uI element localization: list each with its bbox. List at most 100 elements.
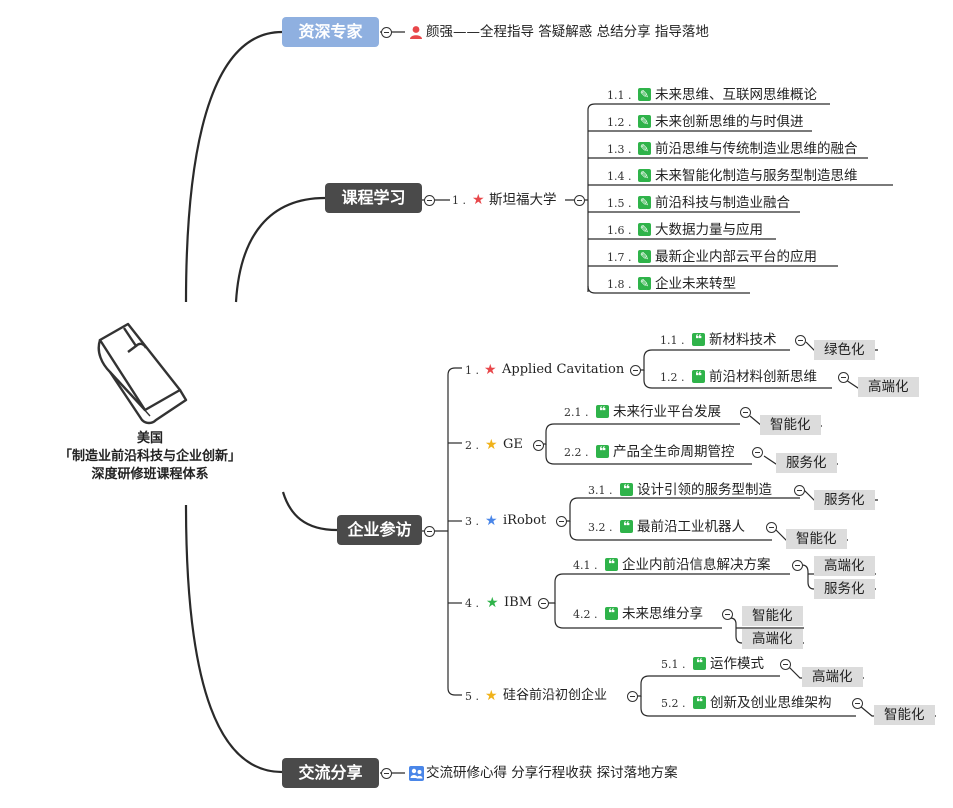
course-item-number: 1.8 . <box>607 278 632 291</box>
quote-icon: ❝ <box>693 657 706 670</box>
topic-tag[interactable]: 服务化 <box>814 579 875 599</box>
visit-topic-number: 4.1 . <box>573 559 598 572</box>
company-name[interactable]: iRobot <box>503 513 547 528</box>
school-collapse-toggle[interactable] <box>574 195 585 206</box>
topic-tag[interactable]: 服务化 <box>814 490 875 510</box>
course-item-number: 1.3 . <box>607 143 632 156</box>
quote-icon: ❝ <box>620 520 633 533</box>
experts-node[interactable]: 资深专家 <box>282 17 379 47</box>
pencil-icon: ✎ <box>638 169 651 182</box>
pencil-icon: ✎ <box>638 250 651 263</box>
star-icon: ★ <box>472 192 485 208</box>
company-number: 4 . <box>465 597 479 610</box>
company-collapse-toggle[interactable] <box>630 365 641 376</box>
topic-tag[interactable]: 智能化 <box>760 415 821 435</box>
sharing-node[interactable]: 交流分享 <box>282 758 379 788</box>
visit-topic[interactable]: 最前沿工业机器人 <box>637 519 745 535</box>
pencil-icon: ✎ <box>638 277 651 290</box>
root-title-line2: 「制造业前沿科技与企业创新」 <box>58 449 241 464</box>
courses-collapse-toggle[interactable] <box>424 195 435 206</box>
root-title-line1: 美国 <box>136 431 163 446</box>
quote-icon: ❝ <box>605 607 618 620</box>
visit-topic-number: 5.1 . <box>661 658 686 671</box>
course-item[interactable]: 未来智能化制造与服务型制造思维 <box>655 168 858 184</box>
topic-collapse-toggle[interactable] <box>792 560 803 571</box>
topic-tag[interactable]: 智能化 <box>742 606 803 626</box>
root-title-line3: 深度研修班课程体系 <box>91 467 209 482</box>
people-icon <box>409 766 424 786</box>
topic-collapse-toggle[interactable] <box>852 698 863 709</box>
visit-topic[interactable]: 创新及创业思维架构 <box>710 695 832 711</box>
company-collapse-toggle[interactable] <box>533 440 544 451</box>
visit-topic-number: 1.2 . <box>660 371 685 384</box>
visit-topic[interactable]: 未来思维分享 <box>622 606 703 622</box>
company-number: 3 . <box>465 515 479 528</box>
topic-collapse-toggle[interactable] <box>838 372 849 383</box>
course-item[interactable]: 最新企业内部云平台的应用 <box>655 249 817 265</box>
company-name[interactable]: IBM <box>504 595 532 610</box>
person-icon <box>409 25 423 44</box>
quote-icon: ❝ <box>596 445 609 458</box>
pencil-icon: ✎ <box>638 196 651 209</box>
quote-icon: ❝ <box>605 558 618 571</box>
visits-node[interactable]: 企业参访 <box>337 515 422 545</box>
visit-topic[interactable]: 运作模式 <box>710 656 764 672</box>
visit-topic[interactable]: 设计引领的服务型制造 <box>637 482 772 498</box>
school-name[interactable]: 斯坦福大学 <box>489 192 557 208</box>
visit-topic[interactable]: 产品全生命周期管控 <box>613 444 735 460</box>
topic-collapse-toggle[interactable] <box>752 447 763 458</box>
visit-topic[interactable]: 前沿材料创新思维 <box>709 369 817 385</box>
topic-tag[interactable]: 高端化 <box>814 556 875 576</box>
visit-topic[interactable]: 新材料技术 <box>709 332 777 348</box>
visit-topic[interactable]: 企业内前沿信息解决方案 <box>622 557 771 573</box>
visit-topic-number: 3.2 . <box>588 521 613 534</box>
course-item[interactable]: 前沿思维与传统制造业思维的融合 <box>655 141 858 157</box>
course-item[interactable]: 未来创新思维的与时俱进 <box>655 114 804 130</box>
course-item[interactable]: 大数据力量与应用 <box>655 222 763 238</box>
topic-tag[interactable]: 服务化 <box>776 453 837 473</box>
topic-collapse-toggle[interactable] <box>794 485 805 496</box>
company-collapse-toggle[interactable] <box>538 598 549 609</box>
quote-icon: ❝ <box>596 405 609 418</box>
topic-tag[interactable]: 高端化 <box>802 667 863 687</box>
company-name[interactable]: Applied Cavitation <box>502 362 625 377</box>
visit-topic[interactable]: 未来行业平台发展 <box>613 404 721 420</box>
courses-node[interactable]: 课程学习 <box>325 183 422 213</box>
pencil-icon: ✎ <box>638 115 651 128</box>
sharing-collapse-toggle[interactable] <box>381 768 392 779</box>
course-item-number: 1.5 . <box>607 197 632 210</box>
visits-collapse-toggle[interactable] <box>424 526 435 537</box>
topic-tag[interactable]: 高端化 <box>742 629 803 649</box>
visit-topic-number: 2.1 . <box>564 406 589 419</box>
company-name[interactable]: 硅谷前沿初创企业 <box>503 688 608 703</box>
topic-tag[interactable]: 高端化 <box>858 377 919 397</box>
company-number: 1 . <box>465 364 479 377</box>
topic-collapse-toggle[interactable] <box>722 609 733 620</box>
topic-collapse-toggle[interactable] <box>766 522 777 533</box>
course-item-number: 1.7 . <box>607 251 632 264</box>
topic-collapse-toggle[interactable] <box>795 335 806 346</box>
topic-collapse-toggle[interactable] <box>740 407 751 418</box>
quote-icon: ❝ <box>693 696 706 709</box>
company-collapse-toggle[interactable] <box>556 516 567 527</box>
course-item[interactable]: 前沿科技与制造业融合 <box>655 195 790 211</box>
school-number: 1 . <box>452 194 466 207</box>
visit-topic-number: 1.1 . <box>660 334 685 347</box>
star-icon: ★ <box>485 688 498 704</box>
experts-detail: 颜强——全程指导 答疑解惑 总结分享 指导落地 <box>426 24 709 40</box>
topic-collapse-toggle[interactable] <box>780 659 791 670</box>
visit-topic-number: 3.1 . <box>588 484 613 497</box>
pencil-icon: ✎ <box>638 142 651 155</box>
pencil-icon: ✎ <box>638 223 651 236</box>
experts-collapse-toggle[interactable] <box>381 27 392 38</box>
topic-tag[interactable]: 绿色化 <box>814 340 875 360</box>
course-item[interactable]: 未来思维、互联网思维概论 <box>655 87 817 103</box>
topic-tag[interactable]: 智能化 <box>786 529 847 549</box>
company-collapse-toggle[interactable] <box>627 691 638 702</box>
company-name[interactable]: GE <box>503 437 523 452</box>
sharing-detail: 交流研修心得 分享行程收获 探讨落地方案 <box>426 765 678 781</box>
course-item[interactable]: 企业未来转型 <box>655 276 736 292</box>
topic-tag[interactable]: 智能化 <box>874 705 935 725</box>
pencil-icon: ✎ <box>638 88 651 101</box>
